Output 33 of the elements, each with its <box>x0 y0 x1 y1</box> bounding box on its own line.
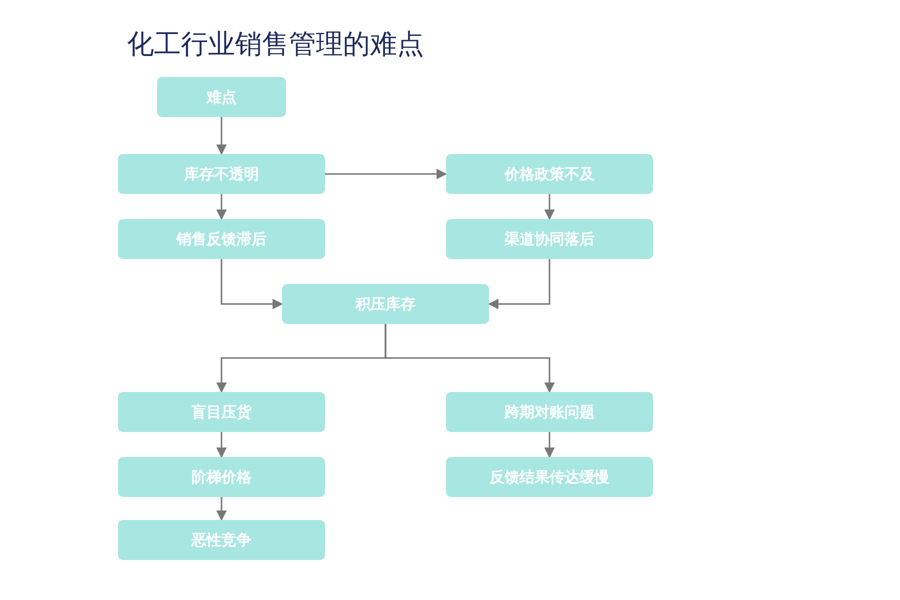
arrow <box>216 117 227 156</box>
box-label: 盲目压货 <box>192 402 252 422</box>
diagram-title: 化工行业销售管理的难点 <box>127 28 424 62</box>
arrow <box>384 324 555 394</box>
process-box <box>118 392 325 432</box>
box-label: 价格政策不及 <box>504 164 594 184</box>
arrow <box>325 168 448 180</box>
process-box <box>118 154 325 194</box>
arrow <box>220 259 284 310</box>
arrow <box>216 194 227 220</box>
box-label: 积压库存 <box>356 294 416 314</box>
box-label: 跨期对账问题 <box>504 402 594 422</box>
box-label: 难点 <box>206 88 236 106</box>
process-box <box>118 520 325 560</box>
arrow <box>216 497 227 522</box>
box-label: 库存不透明 <box>184 164 259 184</box>
process-box <box>157 77 286 117</box>
arrow <box>488 259 550 310</box>
process-box <box>282 284 489 324</box>
process-box <box>118 219 325 259</box>
process-box <box>446 154 653 194</box>
arrow <box>544 194 555 220</box>
process-box <box>446 392 653 432</box>
box-label: 销售反馈滞后 <box>176 230 266 248</box>
box-label: 阶梯价格 <box>192 468 252 486</box>
box-label: 渠道协同落后 <box>504 230 594 248</box>
box-label: 反馈结果传达缓慢 <box>490 468 610 486</box>
arrow <box>216 432 227 458</box>
arrow <box>544 432 555 458</box>
box-label: 恶性竞争 <box>192 530 252 550</box>
process-box <box>446 219 653 259</box>
process-box <box>446 457 653 497</box>
process-box <box>118 457 325 497</box>
